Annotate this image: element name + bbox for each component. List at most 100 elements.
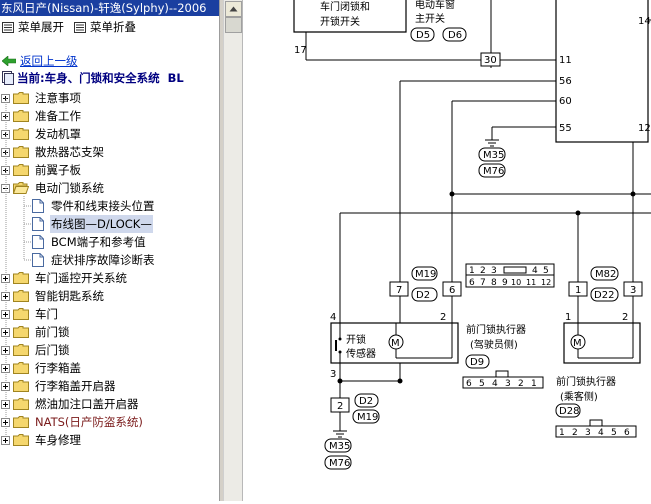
tree-item-rear-door-lock[interactable]: 后门锁 [1, 341, 71, 359]
pin-cell: 6 [469, 278, 475, 288]
tree-item-label: 燃油加注口盖开启器 [35, 397, 139, 411]
ground-m76-top: M76 [483, 166, 504, 177]
expand-icon[interactable] [1, 291, 10, 301]
tree-item-label: 后门锁 [35, 343, 70, 357]
expand-icon[interactable] [1, 435, 10, 445]
motor-label: M [391, 338, 400, 349]
pin-cell: 12 [541, 278, 551, 287]
tree-item-bcm-terminals[interactable]: BCM端子和参考值 [32, 233, 147, 251]
driver-actuator-label1: 前门锁执行器 [466, 323, 526, 336]
bottom-pin-2: 2 [337, 401, 343, 412]
folder-icon [13, 326, 29, 338]
connector-d6: D6 [448, 30, 462, 41]
tree-item-label: 注意事项 [35, 91, 81, 105]
tree-item-trunk-opener[interactable]: 行李箱盖开启器 [1, 377, 117, 395]
motor-label: M [573, 338, 582, 349]
pass-act-pin-2: 2 [622, 312, 628, 323]
scroll-up-button[interactable] [225, 1, 242, 17]
switch-label-line1: 车门闭锁和 [320, 0, 370, 13]
tree-item-intelligent-key[interactable]: 智能钥匙系统 [1, 287, 105, 305]
expand-icon[interactable] [1, 399, 10, 409]
tree-item-fuel-lid-opener[interactable]: 燃油加注口盖开启器 [1, 395, 140, 413]
pass-conn-d28: D28 [559, 406, 579, 417]
expand-icon[interactable] [1, 327, 10, 337]
tree-item-label: 车门遥控开关系统 [35, 271, 127, 285]
expand-icon[interactable] [1, 363, 10, 373]
expand-icon[interactable] [1, 309, 10, 319]
connector-d6-badge [442, 27, 467, 42]
tree-item-body-repair[interactable]: 车身修理 [1, 431, 82, 449]
junction-dot [449, 191, 455, 197]
folder-icon [13, 164, 29, 176]
tree-item-front-door-lock[interactable]: 前门锁 [1, 323, 71, 341]
menu-expand-button[interactable]: 菜单展开 [0, 18, 74, 36]
driver-connector-pins: 6 5 4 3 2 1 [462, 370, 544, 389]
bcm-pin-60: 60 [559, 96, 572, 107]
pin-cell: 1 [559, 428, 565, 438]
pin-cell: 11 [526, 278, 536, 287]
bottom-m35: M35 [329, 441, 350, 452]
current-section-label: 当前:车身、门锁和安全系统 [17, 71, 160, 85]
tree-item-label: 准备工作 [35, 109, 81, 123]
bcm-pin-55: 55 [559, 123, 572, 134]
wiring-diagram-view: 车门闭锁和 开锁开关 17 电动车窗 主开关 D5 D6 30 11 56 60… [244, 0, 651, 501]
bcm-pin-14: 14 [638, 16, 651, 27]
switch-label-line2: 开锁开关 [320, 15, 360, 28]
driver-door-lock-actuator: 4 2 开锁 传感器 M 3 前门锁执行器 (驾驶员侧) D9 [330, 312, 526, 380]
tree-item-trunk-lid[interactable]: 行李箱盖 [1, 359, 82, 377]
window-title: 东风日产(Nissan)-轩逸(Sylphy)--2006 [0, 0, 219, 16]
bcm-pin-12: 12 [638, 123, 651, 134]
expand-icon[interactable] [1, 345, 10, 355]
document-icon [32, 199, 44, 213]
junction-dot [630, 191, 636, 197]
tree-item-label: 散热器芯支架 [35, 145, 104, 159]
pin-6: 6 [449, 285, 455, 296]
tree-item-parts-locations[interactable]: 零件和线束接头位置 [32, 197, 156, 215]
bcm-unit: 11 56 60 55 14 12 [555, 0, 651, 143]
folder-icon [13, 380, 29, 392]
scroll-thumb[interactable] [225, 17, 242, 33]
act-pin-4: 4 [330, 312, 336, 323]
junction-dot [575, 210, 581, 216]
tree-item-wiring-diagram[interactable]: 布线图—D/LOCK— [32, 215, 153, 233]
connector-m19-d2: M19 7 6 D2 [389, 266, 462, 302]
pin-cell: 9 [502, 278, 508, 288]
back-link[interactable]: 返回上一级 [2, 54, 78, 68]
pin-cell: 1 [531, 379, 537, 389]
passenger-connector-pins: 1 2 3 4 5 6 [555, 419, 637, 438]
tree-item-label: 零件和线束接头位置 [51, 199, 155, 213]
pin-cell: 3 [585, 428, 591, 438]
bottom-m76: M76 [329, 458, 350, 469]
current-section: 当前:车身、门锁和安全系统 BL [2, 70, 184, 86]
tree-item-label: 行李箱盖开启器 [35, 379, 116, 393]
ground-symbol-top: M35 M76 [478, 139, 506, 178]
pin-cell: 3 [491, 266, 497, 276]
conn-m82-label: M82 [595, 269, 616, 280]
wiring-diagram: 车门闭锁和 开锁开关 17 电动车窗 主开关 D5 D6 30 11 56 60… [293, 0, 651, 470]
menu-collapse-label: 菜单折叠 [90, 20, 136, 34]
vertical-scrollbar[interactable] [223, 0, 243, 501]
tree-item-door[interactable]: 车门 [1, 305, 59, 323]
tree-item-remote-switch[interactable]: 车门遥控开关系统 [1, 269, 128, 287]
pin-cell: 5 [611, 428, 617, 438]
menu-collapse-button[interactable]: 菜单折叠 [72, 18, 146, 36]
panel-splitter[interactable] [219, 0, 223, 501]
open-folder-icon [13, 182, 29, 194]
tree-item-label: 前门锁 [35, 325, 70, 339]
passenger-door-lock-actuator: 1 2 M 前门锁执行器 (乘客侧) D28 [555, 312, 641, 418]
tree-item-symptom-chart[interactable]: 症状排序故障诊断表 [32, 251, 156, 269]
expand-icon[interactable] [1, 273, 10, 283]
arrow-up-icon [229, 6, 238, 12]
expand-icon[interactable] [1, 417, 10, 427]
tree-item-nats[interactable]: NATS(日产防盗系统) [1, 413, 144, 431]
pin-7: 7 [396, 285, 402, 296]
expand-icon[interactable] [1, 381, 10, 391]
switch-pin: 17 [294, 45, 307, 56]
tree-item-label: 发动机罩 [35, 127, 81, 141]
pin-3: 3 [630, 285, 636, 296]
tree-item-label-selected: 布线图—D/LOCK— [50, 215, 153, 233]
current-section-code: BL [167, 71, 184, 85]
pin-cell: 6 [466, 379, 472, 389]
folder-icon [13, 272, 29, 284]
connector-d5-badge [410, 27, 435, 42]
